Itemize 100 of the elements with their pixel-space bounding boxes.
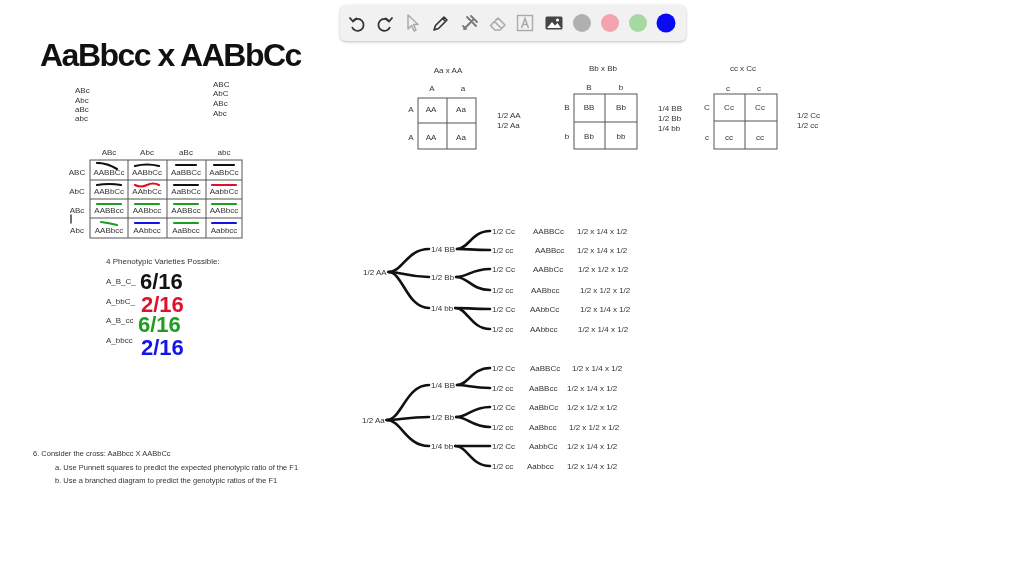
probability-product: 1/2 x 1/4 x 1/2 — [577, 226, 628, 236]
gamete-label: aBc — [179, 147, 193, 157]
branch-line — [454, 275, 492, 292]
probability-product: 1/2 x 1/4 x 1/2 — [577, 245, 628, 255]
genotype-text: AabbCc — [529, 441, 558, 451]
probability-product: 1/2 x 1/4 x 1/2 — [580, 304, 631, 314]
branch-line — [455, 229, 492, 251]
allele-label: A — [429, 83, 435, 93]
genotype-text: AABBcc — [535, 245, 565, 255]
probability-label: 1/2 Cc — [490, 362, 518, 374]
gamete-label: AbC — [213, 88, 229, 98]
gamete-label: ABC — [213, 79, 230, 89]
ratio-text: 1/2 Bb — [658, 113, 682, 123]
genotype-text: AAbbcc — [530, 324, 558, 334]
gamete-label: Abc — [75, 95, 89, 105]
gamete-label: abc — [75, 113, 88, 123]
branch-line — [387, 270, 431, 310]
probability-product: 1/2 x 1/4 x 1/2 — [567, 383, 618, 393]
probability-label: 1/2 cc — [490, 244, 516, 256]
genotype-text: Cc — [724, 102, 734, 112]
probability-label: 1/2 cc — [490, 323, 516, 335]
probability-label: 1/2 Aa — [360, 414, 387, 426]
genotype-text: cc — [725, 132, 733, 142]
gamete-label: ABc — [213, 98, 228, 108]
branch-line — [455, 383, 492, 390]
probability-product: 1/2 x 1/4 x 1/2 — [578, 324, 629, 334]
genotype-text: Bb — [616, 102, 626, 112]
allele-label: B — [586, 82, 592, 92]
section-heading: 4 Phenotypic Varieties Possible: — [106, 256, 220, 266]
phenotype-label: A_B_C_ — [106, 276, 136, 286]
genotype-text: AABbcc — [94, 225, 124, 235]
probability-label: 1/2 Cc — [490, 440, 518, 452]
genotype-text: AABBcc — [171, 205, 201, 215]
probability-product: 1/2 x 1/4 x 1/2 — [567, 461, 618, 471]
probability-product: 1/2 x 1/4 x 1/2 — [572, 363, 623, 373]
probability-label: 1/4 BB — [429, 243, 457, 255]
handwritten-fraction: 2/16 — [141, 336, 184, 360]
gamete-label: ABC — [68, 167, 86, 177]
genotype-text: AaBbcc — [529, 422, 557, 432]
gamete-label: AbC — [69, 186, 85, 196]
genotype-text: AABbcc — [531, 285, 560, 295]
allele-label: a — [460, 83, 466, 93]
ratio-text: 1/2 Aa — [497, 120, 520, 130]
probability-product: 1/2 x 1/4 x 1/2 — [567, 441, 618, 451]
gamete-label: abc — [217, 147, 231, 157]
genotype-text: AABBCc — [93, 167, 125, 177]
probability-label: 1/2 Cc — [490, 225, 518, 237]
probability-label: 1/2 cc — [490, 382, 516, 394]
allele-label: A — [408, 132, 414, 142]
genotype-text: Cc — [755, 102, 765, 112]
allele-label: b — [564, 131, 570, 141]
genotype-text: Aa — [456, 104, 466, 114]
probability-label: 1/2 cc — [490, 284, 516, 296]
gamete-label: ABc — [101, 147, 117, 157]
ratio-text: 1/2 Cc — [797, 110, 821, 120]
branch-line — [387, 247, 431, 274]
genotype-text: AabbCc — [209, 186, 239, 196]
probability-label: 1/4 bb — [429, 440, 456, 452]
phenotype-label: A_bbC_ — [106, 296, 135, 306]
probability-product: 1/2 x 1/2 x 1/2 — [567, 402, 618, 412]
gamete-label: ABc — [69, 205, 85, 215]
genotype-text: AAbbcc — [133, 225, 161, 235]
branch-line — [453, 444, 492, 468]
genotype-text: AABbCc — [131, 167, 163, 177]
probability-label: 1/2 cc — [490, 460, 516, 472]
genotype-text: AaBBCc — [170, 167, 202, 177]
probability-label: 1/2 Cc — [490, 263, 518, 275]
genotype-text: AABBcc — [94, 205, 124, 215]
allele-label: c — [705, 132, 709, 142]
genotype-text: Bb — [584, 131, 594, 141]
genotype-text: AA — [425, 132, 437, 142]
genotype-text: AaBBcc — [529, 383, 558, 393]
ratio-text: 1/2 AA — [497, 110, 521, 120]
genotype-text: BB — [583, 102, 595, 112]
genotype-text: AABBCc — [533, 226, 565, 236]
ratio-text: 1/2 cc — [797, 120, 819, 130]
genotype-text: AaBBCc — [530, 363, 561, 373]
genotype-text: AaBbcc — [172, 225, 200, 235]
handwritten-fraction: 6/16 — [140, 270, 183, 294]
phenotype-label: A_B_cc — [106, 315, 134, 325]
cross-title: Aa x AA — [433, 65, 463, 75]
probability-product: 1/2 x 1/2 x 1/2 — [569, 422, 620, 432]
probability-label: 1/2 cc — [490, 421, 516, 433]
genotype-text: bb — [616, 131, 626, 141]
genotype-text: cc — [756, 132, 764, 142]
probability-product: 1/2 x 1/2 x 1/2 — [578, 264, 629, 274]
genotype-text: Aabbcc — [527, 461, 554, 471]
genotype-text: AAbbCc — [132, 186, 162, 196]
probability-product: 1/2 x 1/2 x 1/2 — [580, 285, 631, 295]
handwritten-cross: AaBbcc x AABbCc — [40, 36, 301, 74]
allele-label: c — [757, 83, 761, 93]
allele-label: B — [564, 102, 570, 112]
cross-title: Bb x Bb — [589, 63, 617, 73]
allele-label: C — [704, 102, 710, 112]
gamete-label: aBc — [75, 104, 89, 114]
branch-line — [385, 383, 431, 422]
genotype-text: Aa — [456, 132, 466, 142]
genotype-text: AA — [425, 104, 437, 114]
branch-line — [385, 418, 431, 448]
genotype-text: AaBbCc — [529, 402, 559, 412]
